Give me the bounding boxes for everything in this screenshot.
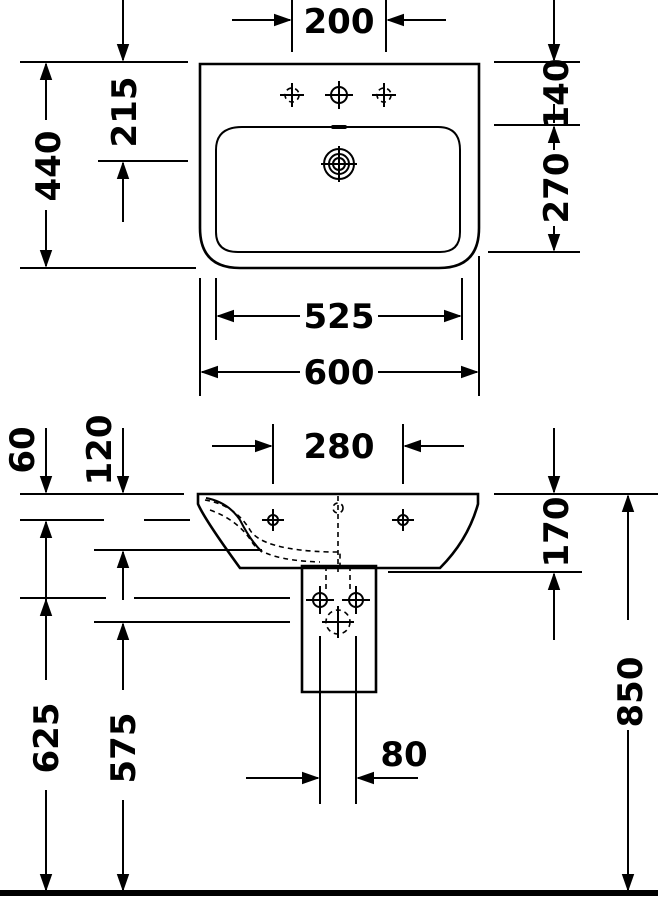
dim-label-200: 200: [304, 2, 375, 42]
dimension-top-offset-120: 120: [80, 415, 262, 600]
dim-label-140: 140: [537, 59, 577, 130]
pedestal-hole-right-icon: [342, 586, 370, 614]
overflow-slot: [331, 125, 347, 129]
side-view: 280 60 120 625: [0, 415, 658, 896]
waste-outlet-icon: [322, 606, 354, 638]
dim-label-215: 215: [105, 77, 145, 148]
dim-label-120: 120: [80, 415, 120, 486]
dim-label-850: 850: [611, 657, 651, 728]
dim-label-60: 60: [3, 426, 43, 473]
dim-label-525: 525: [304, 297, 375, 337]
dimension-fixing-height-625: 625: [20, 597, 290, 892]
dim-label-625: 625: [27, 703, 67, 774]
dim-label-575: 575: [104, 713, 144, 784]
basin-outline-top: [198, 62, 481, 270]
dimension-basin-height: 170: [388, 428, 658, 640]
dimension-tap-hole-spacing: 200: [232, 0, 446, 52]
dim-label-280: 280: [304, 427, 375, 467]
tap-hole-right-icon: [372, 83, 396, 107]
pedestal-hole-left-icon: [306, 586, 334, 614]
dim-label-170: 170: [537, 497, 577, 568]
fixing-hole-right-icon: [392, 509, 414, 531]
basin-outline-side: [196, 492, 480, 570]
dimension-fixing-spacing: 280: [212, 424, 464, 484]
dimension-bowl-width: 525: [215, 278, 463, 340]
drain-icon: [321, 146, 357, 182]
dimension-rear-to-tap-holes: 140: [494, 0, 580, 129]
tap-hole-center-icon: [325, 81, 353, 109]
pedestal-outline: [300, 564, 378, 694]
dimension-bowl-depth: 270: [488, 125, 580, 253]
dimension-fixing-height-575: 575: [94, 621, 290, 892]
dimension-width: 600: [199, 256, 480, 396]
tap-hole-left-icon: [280, 83, 304, 107]
dim-label-270: 270: [537, 153, 577, 224]
bowl-outline: [215, 126, 461, 253]
dimension-pedestal-hole: 80: [246, 636, 428, 804]
top-view: 200 215 440 140 270: [20, 0, 580, 396]
dim-label-600: 600: [304, 353, 375, 393]
dimension-depth: 440: [20, 61, 196, 269]
dim-label-440: 440: [29, 131, 69, 202]
dimension-top-offset-60: 60: [3, 426, 190, 600]
fixing-hole-left-icon: [262, 509, 284, 531]
dimension-rear-to-overflow: 215: [98, 0, 188, 222]
dim-label-80: 80: [380, 735, 427, 775]
dimension-installation-height: 850: [611, 494, 651, 892]
